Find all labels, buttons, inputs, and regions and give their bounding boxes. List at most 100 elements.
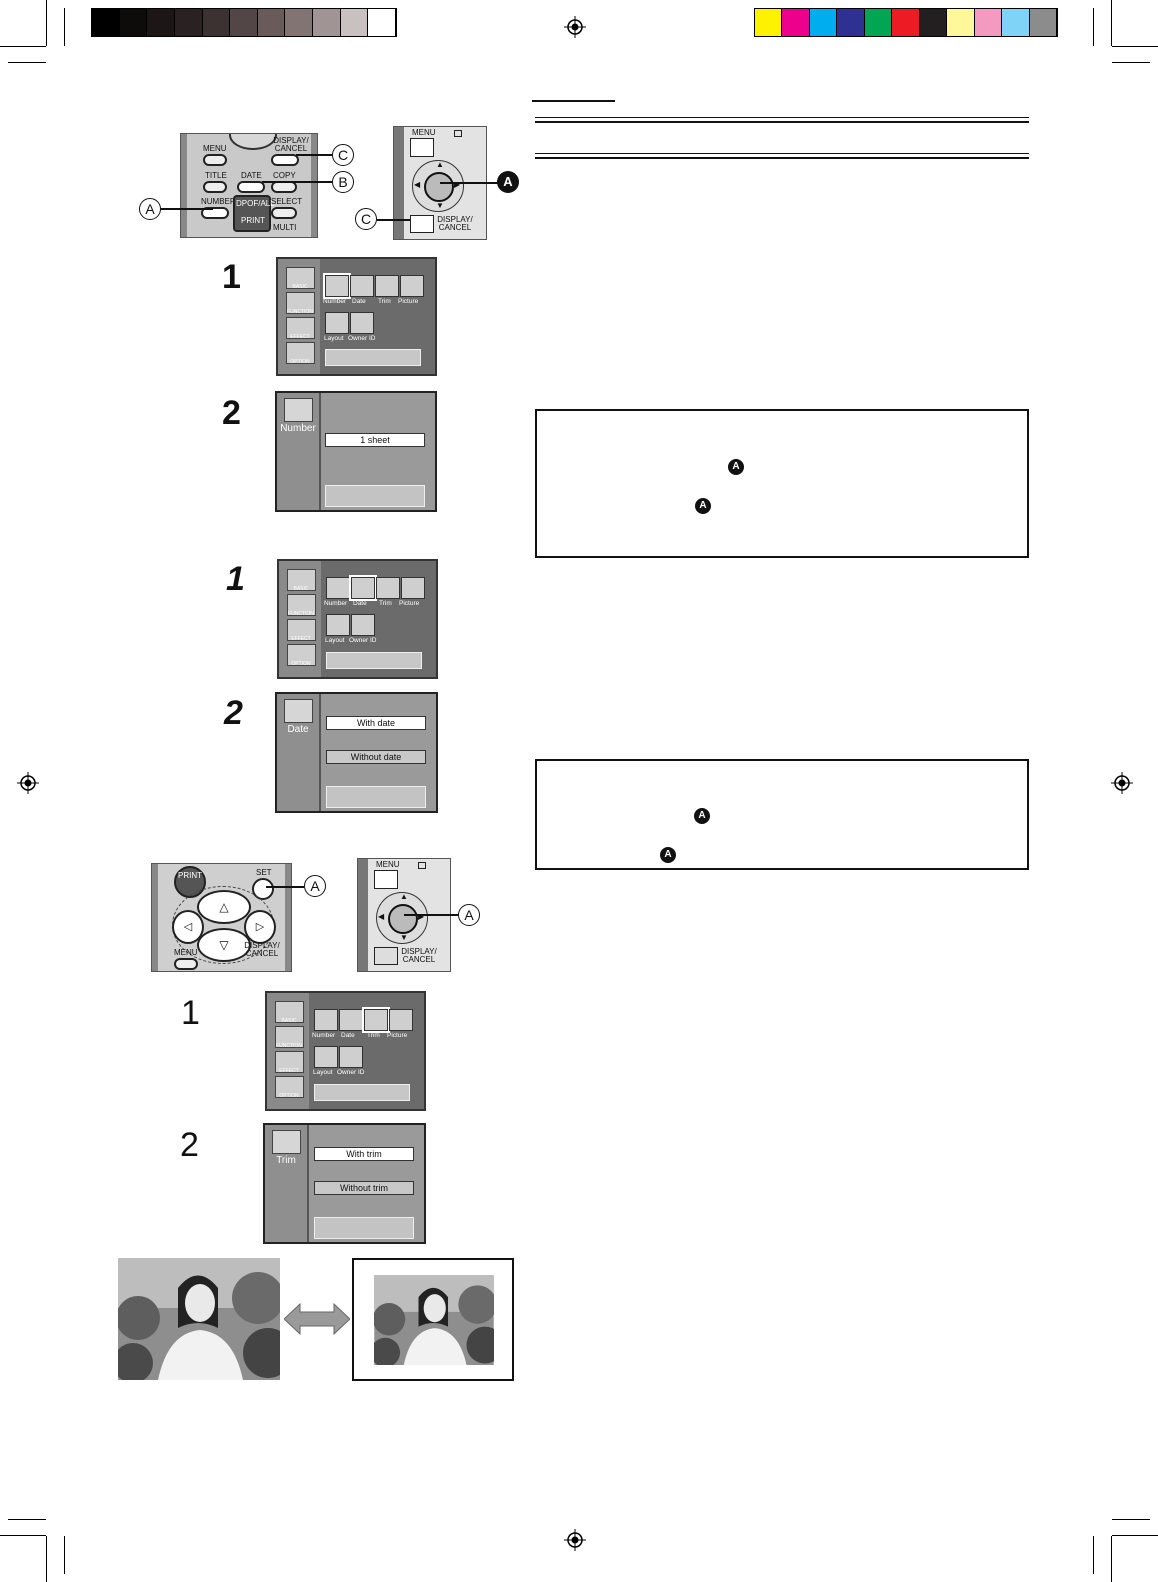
color-swatch: [782, 9, 810, 36]
picture-label: Picture: [399, 600, 420, 607]
option-icon[interactable]: [275, 1076, 304, 1098]
callout-leader: [377, 219, 410, 221]
left-arrow-icon[interactable]: ◁: [172, 910, 204, 944]
menu-button[interactable]: [410, 138, 434, 157]
color-swatch: [285, 9, 313, 36]
right-arrow-icon: ▶: [418, 912, 425, 921]
left-arrow-icon: ◀: [414, 180, 421, 189]
number-label: NUMBER: [201, 197, 236, 206]
message-area: [325, 485, 425, 507]
color-calibration-strip-color: [754, 8, 1058, 37]
number-icon[interactable]: [314, 1009, 338, 1031]
trim-icon[interactable]: [375, 275, 399, 297]
picture-icon[interactable]: [389, 1009, 413, 1031]
trim-icon[interactable]: [362, 1007, 390, 1033]
color-swatch: [119, 9, 148, 36]
basic-icon[interactable]: [287, 569, 316, 591]
function-icon[interactable]: [286, 292, 315, 314]
crop-mark: [8, 62, 46, 63]
section-rule: [535, 121, 1029, 123]
menu-button[interactable]: [374, 870, 398, 889]
color-swatch: [809, 9, 838, 36]
with-date-option[interactable]: With date: [326, 716, 426, 730]
callout-a: A: [139, 198, 161, 220]
sheet-count-option[interactable]: 1 sheet: [325, 433, 425, 447]
number-icon[interactable]: [326, 577, 350, 599]
number-button[interactable]: [201, 207, 229, 219]
owner-id-label: Owner ID: [349, 637, 377, 644]
callout-a: A: [458, 904, 480, 926]
function-label: FUNCTION: [288, 611, 314, 617]
display-cancel-button[interactable]: [374, 947, 398, 965]
menu-sidebar: BASIC FUNCTION EFFECT OPTION: [267, 993, 309, 1109]
without-trim-option[interactable]: Without trim: [314, 1181, 414, 1195]
photo-frame-without-trim: [352, 1258, 514, 1381]
right-arrow-icon[interactable]: ▷: [244, 910, 276, 944]
menu-sidebar: BASIC FUNCTION EFFECT OPTION: [279, 561, 321, 677]
set-label: SET: [256, 868, 272, 877]
remote-control-panel: PRINT SET △ ▽ ◁ ▷ MENU DISPLAY/ CANCEL: [151, 863, 292, 972]
date-icon[interactable]: [349, 575, 377, 601]
callout-leader: [404, 914, 458, 916]
callout-a-filled: A: [497, 171, 519, 193]
effect-icon[interactable]: [275, 1051, 304, 1073]
without-date-option[interactable]: Without date: [326, 750, 426, 764]
owner-id-icon[interactable]: [339, 1046, 363, 1068]
display-cancel-button[interactable]: [410, 215, 434, 233]
owner-id-icon[interactable]: [351, 614, 375, 636]
set-button[interactable]: [252, 878, 274, 900]
left-arrow-icon: ◀: [378, 912, 385, 921]
option-icon[interactable]: [286, 342, 315, 364]
color-swatch: [313, 9, 341, 36]
date-icon: [284, 699, 313, 723]
display-cancel-button[interactable]: [271, 154, 299, 166]
display-cancel-label: DISPLAY/ CANCEL: [401, 947, 437, 964]
owner-id-icon[interactable]: [350, 312, 374, 334]
layout-label: Layout: [313, 1069, 333, 1076]
option-label: OPTION: [279, 1093, 299, 1099]
number-icon[interactable]: [323, 273, 351, 299]
with-trim-option[interactable]: With trim: [314, 1147, 414, 1161]
option-icon[interactable]: [287, 644, 316, 666]
dpof-print-button[interactable]: DPOF/ALL PRINT: [233, 195, 275, 232]
basic-icon[interactable]: [286, 267, 315, 289]
registration-mark-icon: [17, 772, 39, 794]
date-icon[interactable]: [339, 1009, 363, 1031]
up-arrow-icon[interactable]: △: [197, 890, 251, 924]
effect-icon[interactable]: [287, 619, 316, 641]
date-icon[interactable]: [350, 275, 374, 297]
set-button[interactable]: [424, 172, 454, 202]
message-area: [326, 652, 422, 669]
function-icon[interactable]: [275, 1026, 304, 1048]
menu-button[interactable]: [174, 958, 198, 970]
date-button[interactable]: [237, 181, 265, 193]
basic-icon[interactable]: [275, 1001, 304, 1023]
layout-icon[interactable]: [314, 1046, 338, 1068]
number-label: Number: [323, 298, 347, 305]
picture-icon[interactable]: [400, 275, 424, 297]
number-label: Number: [324, 600, 348, 607]
date-label: Date: [353, 600, 367, 607]
effect-icon[interactable]: [286, 317, 315, 339]
section-rule: [535, 157, 1029, 159]
trim-icon[interactable]: [376, 577, 400, 599]
message-area: [325, 349, 421, 366]
title-button[interactable]: [203, 181, 227, 193]
step-number: 2: [224, 694, 243, 732]
marker-a-icon: A: [695, 498, 711, 514]
set-button[interactable]: [388, 904, 418, 934]
select-label: SELECT: [271, 197, 303, 206]
select-button[interactable]: [271, 207, 297, 219]
number-icon: [284, 398, 313, 422]
trim-label: Trim: [378, 298, 391, 305]
down-arrow-icon[interactable]: ▽: [197, 928, 251, 962]
crop-mark: [46, 0, 47, 46]
menu-button[interactable]: [203, 154, 227, 166]
layout-icon[interactable]: [326, 614, 350, 636]
picture-icon[interactable]: [401, 577, 425, 599]
layout-icon[interactable]: [325, 312, 349, 334]
display-cancel-label: DISPLAY/ CANCEL: [437, 215, 473, 232]
crop-mark: [64, 8, 65, 46]
function-icon[interactable]: [287, 594, 316, 616]
crop-mark: [1111, 0, 1112, 46]
